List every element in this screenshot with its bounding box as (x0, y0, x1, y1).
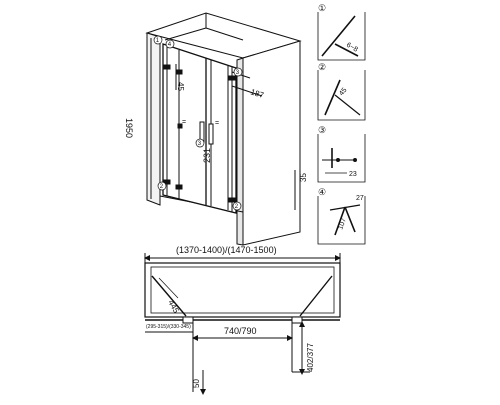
hinge-center (177, 123, 183, 129)
hinge-bottom-right (228, 197, 236, 203)
plan-view (144, 253, 341, 395)
door-handle-right (208, 123, 214, 145)
detail-1-number: ① (318, 3, 326, 13)
overall-width-label: (1370-1400)/(1470-1500) (176, 245, 277, 255)
hinge-mid-left (175, 69, 183, 75)
back-wall-edge-left (164, 27, 207, 41)
right-wall-front (236, 57, 244, 246)
detail-3: ③ 23 (317, 125, 366, 183)
top-circle-label: 1 (156, 38, 160, 44)
right-door-swing (299, 275, 333, 317)
right-wall (242, 40, 301, 246)
detail-4-value-a: 27 (356, 195, 364, 202)
detail-4-number: ④ (318, 187, 326, 197)
panel-mark-2: = (215, 120, 219, 127)
depth-label: 402/377 (306, 343, 315, 372)
iso-view: = = (145, 12, 302, 246)
angle-dimension-line (231, 85, 263, 97)
height-label: 1950 (124, 118, 134, 138)
bottom-label: 50 (192, 379, 201, 388)
hinge-mid-left-low (175, 184, 183, 190)
detail-4: ④ 27 107 (317, 187, 366, 245)
left-door-swing (151, 275, 187, 317)
detail-2-number: ② (318, 62, 326, 72)
bottom-right-circle-label: 2 (235, 204, 239, 210)
angle-label: 187 (249, 87, 265, 100)
left-hinge-block (182, 316, 194, 324)
detail-3-value: 23 (349, 171, 357, 178)
opening-width-label: 740/790 (224, 326, 257, 336)
shower-tray-inner (150, 266, 335, 314)
bottom-circle-label: 2 (160, 184, 164, 190)
back-wall-edge (205, 27, 244, 41)
hinge-top-right (228, 75, 236, 81)
right-hinge-block (291, 316, 303, 324)
left-wall (146, 32, 161, 206)
panel-mark-1: = (182, 119, 186, 126)
iso-circle-markers: 1 4 3 2 3 2 (153, 35, 243, 211)
detail-3-number: ③ (318, 125, 326, 135)
detail-2-value: 45 (338, 87, 348, 98)
detail-1-value: 6~8 (345, 42, 359, 54)
detail-1: ① 6~8 (317, 3, 366, 61)
left-range-label: (295-315)/(330-345) (146, 324, 191, 330)
handle-circle-label: 3 (198, 141, 202, 147)
top-panel-circle-label: 4 (168, 42, 172, 48)
detail-4-value-b: 107 (337, 217, 348, 230)
right-label: 35 (299, 173, 308, 182)
upper-height-label: 45 (176, 82, 185, 91)
mid-circle-label: 3 (236, 70, 240, 76)
handle-height-label: 231 (202, 148, 212, 163)
detail-2: ② 45 (317, 62, 366, 121)
hinge-bottom-left (163, 179, 171, 185)
hinge-top-left (163, 64, 171, 70)
